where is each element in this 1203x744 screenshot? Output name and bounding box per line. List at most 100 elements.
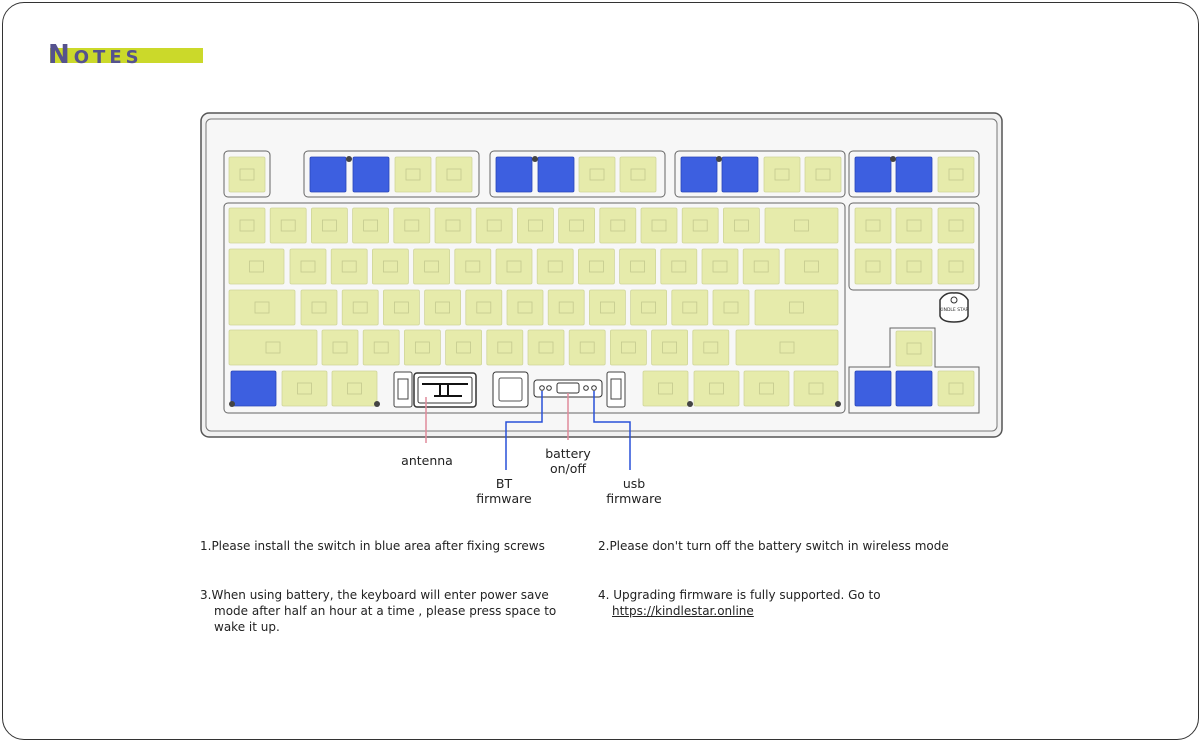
key-yellow <box>735 329 839 366</box>
key-yellow <box>895 330 933 367</box>
key-yellow <box>642 370 689 407</box>
key-yellow <box>403 329 441 366</box>
key-socket-outline <box>815 168 831 181</box>
key-socket-outline <box>239 168 255 181</box>
key-yellow <box>599 207 637 244</box>
key-blue <box>537 156 575 193</box>
key-yellow <box>321 329 359 366</box>
note-4: 4. Upgrading firmware is fully supported… <box>598 587 988 619</box>
note-3: 3.When using battery, the keyboard will … <box>200 588 557 634</box>
svg-text:KINDLE STAR: KINDLE STAR <box>939 307 968 313</box>
key-yellow <box>352 207 390 244</box>
key-yellow <box>341 289 379 326</box>
usb-firmware-button <box>591 385 597 391</box>
esc-frame <box>223 150 271 198</box>
key-yellow <box>228 207 266 244</box>
key-yellow <box>937 156 975 193</box>
key-blue <box>309 156 347 193</box>
key-socket-outline <box>723 301 739 314</box>
key-socket-outline <box>363 219 379 232</box>
note-2: 2.Please don't turn off the battery swit… <box>598 539 949 553</box>
key-socket-outline <box>569 219 584 232</box>
key-socket-outline <box>280 219 296 232</box>
key-socket-outline <box>774 168 790 181</box>
main-block-frame <box>223 202 846 414</box>
key-socket-outline <box>753 260 769 273</box>
f9-f12-frame <box>674 150 846 198</box>
key-socket-outline <box>547 260 563 273</box>
key-blue <box>895 156 933 193</box>
screw <box>716 156 722 162</box>
key-socket-outline <box>589 260 604 273</box>
key-yellow <box>937 207 975 244</box>
stabilizer-housing-right <box>606 371 626 408</box>
key-yellow <box>536 248 574 285</box>
key-yellow <box>362 329 400 366</box>
key-socket-outline <box>712 260 728 273</box>
key-yellow <box>640 207 678 244</box>
key-yellow <box>619 248 656 285</box>
f1-f4-frame <box>303 150 480 198</box>
screw <box>890 156 896 162</box>
key-socket-outline <box>709 382 724 395</box>
key-socket-outline <box>456 341 472 354</box>
key-yellow <box>330 248 368 285</box>
key-yellow <box>937 248 975 285</box>
key-yellow <box>424 289 462 326</box>
key-yellow <box>712 289 750 326</box>
key-socket-outline <box>239 219 255 232</box>
key-yellow <box>393 207 431 244</box>
key-socket-outline <box>254 301 270 314</box>
key-socket-outline <box>948 168 964 181</box>
key-blue <box>854 156 892 193</box>
firmware-link[interactable]: https://kindlestar.online <box>612 604 754 618</box>
key-socket-outline <box>865 260 881 273</box>
key-socket-outline <box>435 301 451 314</box>
key-socket-outline <box>630 260 645 273</box>
screw <box>374 401 380 407</box>
antenna-label: antenna <box>401 453 453 468</box>
key-socket-outline <box>373 341 389 354</box>
key-yellow <box>610 329 647 366</box>
print-group-frame <box>848 150 980 198</box>
antenna-module <box>413 372 477 408</box>
key-blue <box>895 370 933 407</box>
key-yellow <box>937 370 975 407</box>
key-socket-outline <box>265 341 281 354</box>
key-socket-outline <box>579 341 595 354</box>
key-socket-outline <box>528 219 543 232</box>
key-yellow <box>435 156 473 193</box>
key-socket-outline <box>497 341 513 354</box>
key-socket-outline <box>600 301 615 314</box>
battery-switch <box>556 382 580 394</box>
key-blue <box>352 156 390 193</box>
key-yellow <box>394 156 432 193</box>
key-yellow <box>495 248 533 285</box>
key-socket-outline <box>486 219 502 232</box>
key-socket-outline <box>506 260 522 273</box>
key-socket-outline <box>906 342 922 355</box>
key-yellow <box>228 329 318 366</box>
key-yellow <box>743 370 790 407</box>
key-yellow <box>742 248 780 285</box>
key-yellow <box>671 289 709 326</box>
key-yellow <box>723 207 760 244</box>
key-yellow <box>310 207 348 244</box>
key-blue <box>230 370 277 407</box>
key-yellow <box>445 329 483 366</box>
key-socket-outline <box>558 301 574 314</box>
key-yellow <box>486 329 524 366</box>
key-blue <box>854 370 892 407</box>
key-yellow <box>630 289 667 326</box>
key-socket-outline <box>404 219 420 232</box>
key-yellow <box>895 248 933 285</box>
key-socket-outline <box>671 260 687 273</box>
key-socket-outline <box>630 168 646 181</box>
screw <box>346 156 352 162</box>
page-title: Notes <box>48 40 143 70</box>
key-yellow <box>382 289 420 326</box>
key-socket-outline <box>610 219 626 232</box>
switch-socket <box>492 371 529 408</box>
screw <box>229 401 235 407</box>
